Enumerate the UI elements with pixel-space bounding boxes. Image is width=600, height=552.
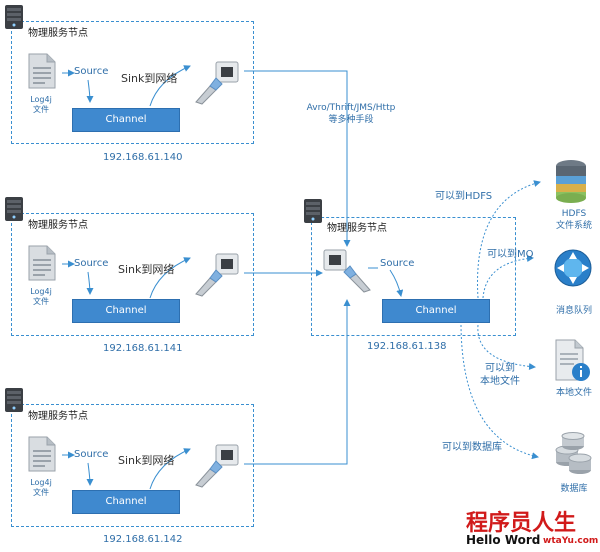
channel-to-sink-arrow [149,448,191,490]
network-port-icon [322,248,374,298]
to-file-line [477,324,536,370]
channel-box: Channel [72,108,180,132]
edge-label-db: 可以到数据库 [442,442,502,453]
node-boundary [11,213,254,336]
node-title: 物理服务节点 [28,411,88,422]
source-to-channel-arrow [86,462,94,486]
channel-box: Channel [72,490,180,514]
server-icon [4,196,24,226]
db-label: 数据库 [560,484,588,494]
log-file-icon [27,52,57,94]
node-title: 物理服务节点 [28,28,88,39]
log-file-icon [27,435,57,477]
sink-label: Sink到网络 [121,72,178,85]
mq-label: 消息队列 [555,306,592,316]
server-icon [4,4,24,34]
to-db-line [460,324,539,460]
server-icon [303,198,323,228]
sink-label: Sink到网络 [118,263,175,276]
source-label: Source [380,258,415,269]
node-boundary [311,217,516,336]
source-to-channel-arrow [389,269,404,297]
network-port-icon [192,443,244,493]
node-ip: 192.168.61.138 [367,341,447,352]
channel-to-sink-arrow [149,65,191,107]
to-hdfs-line [477,180,541,299]
channel-box: Channel [382,299,490,323]
network-line-3 [244,299,351,465]
to-mq-line [482,255,534,299]
channel-to-sink-arrow [149,257,191,299]
node-boundary [11,21,254,144]
node-title: 物理服务节点 [28,220,88,231]
node-ip: 192.168.61.142 [103,534,183,545]
database-icon [553,432,593,480]
source-label: Source [74,258,109,269]
source-label: Source [74,66,109,77]
edge-label-mq: 可以到MQ [487,249,534,260]
node-title: 物理服务节点 [327,223,387,234]
transport-label: Avro/Thrift/JMS/Http 等多种手段 [306,103,396,125]
server-icon [4,387,24,417]
source-to-channel-arrow [86,79,94,103]
source-to-channel-arrow [86,271,94,295]
network-port-icon [192,60,244,110]
channel-box: Channel [72,299,180,323]
node-ip: 192.168.61.141 [103,343,183,354]
file-label: 本地文件 [555,388,592,398]
edge-label-hdfs: 可以到HDFS [435,191,493,202]
node-boundary [11,404,254,527]
source-label: Source [74,449,109,460]
local-file-icon [553,338,593,388]
edge-label-file: 可以到本地文件 [480,363,520,387]
watermark-en: Hello Word [466,533,541,547]
watermark-cn: 程序员人生 [466,510,577,536]
node-ip: 192.168.61.140 [103,152,183,163]
message-queue-icon [553,248,593,292]
watermark-domain: wtaYu.com [543,536,599,546]
hdfs-storage-icon [551,158,591,208]
sink-label: Sink到网络 [118,454,175,467]
network-port-icon [192,252,244,302]
network-line-1 [244,70,351,247]
log-file-icon [27,244,57,286]
